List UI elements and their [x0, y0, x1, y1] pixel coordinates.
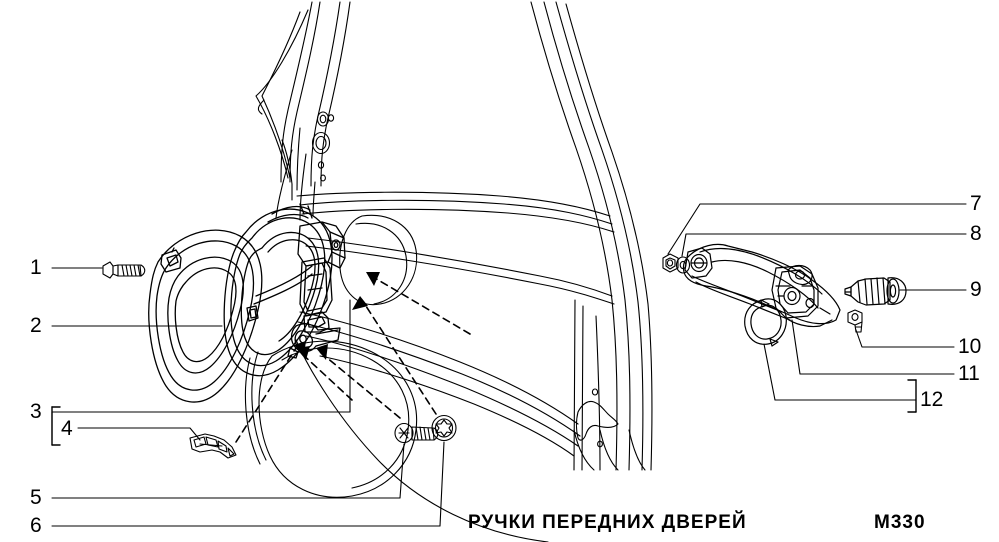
handle-retaining-clip-item4: [189, 433, 237, 459]
b-pillar-and-window-frame: [530, 1, 653, 471]
item4-bracket: [51, 406, 61, 446]
star-drive-screw-item6: [431, 414, 457, 442]
handle-mounting-nut-item7: [662, 253, 679, 273]
inner-handle-bezel-ring: [148, 229, 263, 403]
door-panel-outline: [244, 191, 615, 542]
leader-lines-right: [667, 203, 967, 401]
diagram-title: РУЧКИ ПЕРЕДНИХ ДВЕРЕЙ: [468, 512, 747, 533]
callout-number-2: 2: [30, 314, 42, 337]
lock-cylinder-screw-item10: [847, 309, 863, 333]
callout-number-10: 10: [958, 335, 982, 358]
assembly-direction-arrows: [235, 273, 471, 443]
diagram-code: M330: [874, 512, 926, 533]
callout-number-7: 7: [970, 192, 982, 215]
callout-number-12: 12: [920, 388, 944, 411]
callout-number-4: 4: [61, 417, 73, 440]
callout-number-1: 1: [30, 256, 42, 279]
a-pillar-outline: [255, 1, 351, 221]
mounting-screw-item5: [394, 422, 439, 444]
callout-number-3: 3: [30, 400, 42, 423]
callout-number-5: 5: [30, 486, 42, 509]
door-lock-cylinder-item9: [844, 277, 907, 306]
self-tapping-screw-item1: [102, 261, 146, 279]
outer-handle-assembly: [682, 243, 841, 328]
lock-cylinder-retaining-ring-item12: [744, 298, 787, 347]
callout-number-11: 11: [958, 362, 980, 385]
callout-number-8: 8: [970, 222, 982, 245]
arrow-heads: [294, 272, 380, 360]
handle-mounting-washer-item8: [675, 256, 691, 274]
inner-handle-assembly: [223, 203, 346, 377]
callout-number-9: 9: [970, 278, 982, 301]
leader-lines-left: [51, 267, 445, 527]
callout-number-6: 6: [30, 514, 42, 537]
item12-bracket: [907, 379, 917, 413]
